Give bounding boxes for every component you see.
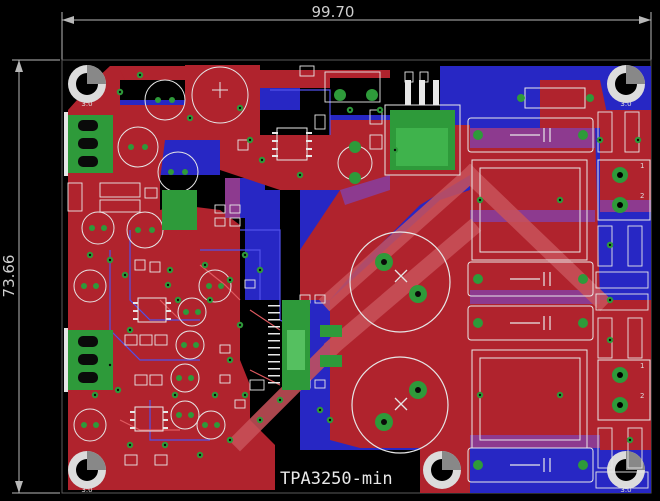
mount-hole-label: 3.0 xyxy=(81,486,92,494)
width-dimension-label: 99.70 xyxy=(312,3,355,21)
terminal-pin-label: 2 xyxy=(640,192,644,200)
height-dimension-label: 73.66 xyxy=(0,255,18,298)
via-drill xyxy=(166,283,170,287)
via-drill xyxy=(93,393,97,397)
via-drill xyxy=(608,338,612,342)
inductor-pads xyxy=(485,170,515,250)
via-drill xyxy=(228,278,232,282)
via-drill xyxy=(328,418,332,422)
via-drill xyxy=(116,388,120,392)
input-connector-bottom xyxy=(64,328,113,392)
via-drill xyxy=(636,138,640,142)
via-drill xyxy=(393,148,397,152)
via-drill xyxy=(168,268,172,272)
bulk-capacitors xyxy=(349,231,451,454)
via-drill xyxy=(628,438,632,442)
mount-hole-bottom-center xyxy=(423,451,461,489)
via-drill xyxy=(213,393,217,397)
via-drill xyxy=(88,253,92,257)
board-silkscreen-title: TPA3250-min xyxy=(280,469,393,489)
via-drill xyxy=(258,418,262,422)
via-drill xyxy=(260,158,264,162)
speaker-terminal-bottom xyxy=(597,359,651,421)
dimension-annotations xyxy=(12,12,652,494)
opamp-channel-a xyxy=(133,297,171,323)
bulk-capacitor-bottom xyxy=(351,356,449,454)
via-drill xyxy=(198,453,202,457)
via-drill xyxy=(478,198,482,202)
output-film-capacitors xyxy=(467,87,594,483)
film-cap-pads xyxy=(473,94,594,470)
via-drill xyxy=(558,198,562,202)
via-drill xyxy=(348,108,352,112)
via-drill xyxy=(558,393,562,397)
via-drill xyxy=(228,358,232,362)
via-drill xyxy=(378,108,382,112)
via-drill xyxy=(243,393,247,397)
bulk-capacitor-top xyxy=(349,231,451,333)
via-drill xyxy=(243,253,247,257)
via-drill xyxy=(108,363,112,367)
ldo-pad xyxy=(162,190,197,230)
terminal-pin-label: 1 xyxy=(640,162,644,170)
via-drill xyxy=(258,268,262,272)
via-drill xyxy=(208,298,212,302)
smd-components xyxy=(67,65,429,466)
via-drill xyxy=(203,263,207,267)
mount-hole-top-right xyxy=(607,65,645,103)
via-drill xyxy=(608,243,612,247)
via-drill xyxy=(238,106,242,110)
via-drill xyxy=(478,393,482,397)
via-drill xyxy=(123,273,127,277)
via-drill xyxy=(608,298,612,302)
mounting-holes xyxy=(68,65,645,489)
via-drill xyxy=(318,408,322,412)
speaker-terminal-top xyxy=(597,159,651,221)
via-drill xyxy=(128,328,132,332)
mount-hole-top-left xyxy=(68,65,106,103)
via-drill xyxy=(298,173,302,177)
via-drill xyxy=(163,443,167,447)
overlap-regions xyxy=(225,128,651,448)
small-cap-pads xyxy=(81,89,378,428)
via-drill xyxy=(128,443,132,447)
via-grid xyxy=(86,71,642,459)
amplifier-ic-tpa3250 xyxy=(268,300,342,390)
via-drill xyxy=(173,393,177,397)
input-connector-top xyxy=(64,112,113,176)
mount-hole-label: 3.0 xyxy=(620,486,631,494)
via-drill xyxy=(248,138,252,142)
via-drill xyxy=(188,116,192,120)
via-drill xyxy=(108,258,112,262)
via-drill xyxy=(138,73,142,77)
mount-hole-bottom-right xyxy=(607,451,645,489)
opamp-channel-b xyxy=(130,406,168,432)
mount-hole-label: 3.0 xyxy=(620,100,631,108)
op-amp-ic xyxy=(272,127,312,161)
mount-hole-bottom-left xyxy=(68,451,106,489)
via-drill xyxy=(238,323,242,327)
via-drill xyxy=(598,138,602,142)
via-drill xyxy=(278,398,282,402)
mount-hole-label: 3.0 xyxy=(81,100,92,108)
via-drill xyxy=(118,90,122,94)
via-drill xyxy=(228,438,232,442)
via-drill xyxy=(176,298,180,302)
terminal-pin-label: 1 xyxy=(640,362,644,370)
voltage-regulator xyxy=(384,80,461,176)
terminal-pin-label: 2 xyxy=(640,392,644,400)
